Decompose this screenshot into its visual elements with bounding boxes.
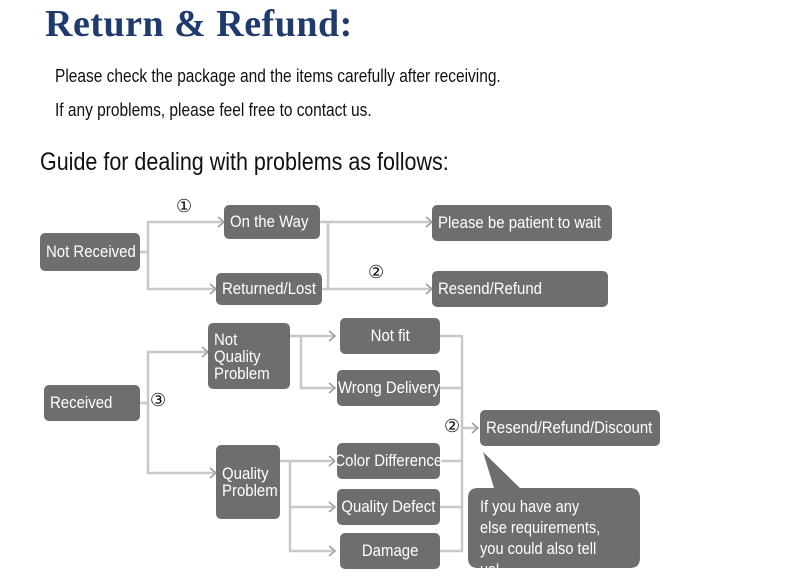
node-damage: Damage (340, 533, 440, 569)
node-not-fit: Not fit (340, 318, 440, 354)
guide-heading: Guide for dealing with problems as follo… (40, 148, 449, 176)
bubble-text: If you have any else requirements, you c… (480, 497, 601, 579)
page-title: Return & Refund: (45, 3, 353, 45)
node-wrong-delivery: Wrong Delivery (337, 370, 440, 406)
marker-two-top: ② (368, 262, 385, 282)
marker-one: ① (176, 196, 193, 216)
intro-line-1: Please check the package and the items c… (55, 66, 501, 86)
node-not-quality-problem: Not Quality Problem (208, 323, 290, 389)
node-resend-refund: Resend/Refund (432, 271, 608, 307)
node-quality-problem: Quality Problem (216, 445, 280, 519)
marker-two-bottom: ② (444, 416, 461, 436)
node-returned-lost: Returned/Lost (216, 273, 322, 305)
marker-three: ③ (150, 390, 167, 410)
node-not-received: Not Received (40, 233, 140, 271)
node-quality-defect: Quality Defect (337, 489, 440, 525)
node-resend-refund-discount: Resend/Refund/Discount (480, 410, 660, 446)
node-color-difference: Color Difference (335, 443, 442, 479)
intro-line-2: If any problems, please feel free to con… (55, 100, 372, 120)
speech-bubble (468, 452, 640, 568)
node-please-be-patient: Please be patient to wait (432, 205, 612, 241)
node-on-the-way: On the Way (224, 205, 320, 239)
node-received: Received (44, 385, 140, 421)
